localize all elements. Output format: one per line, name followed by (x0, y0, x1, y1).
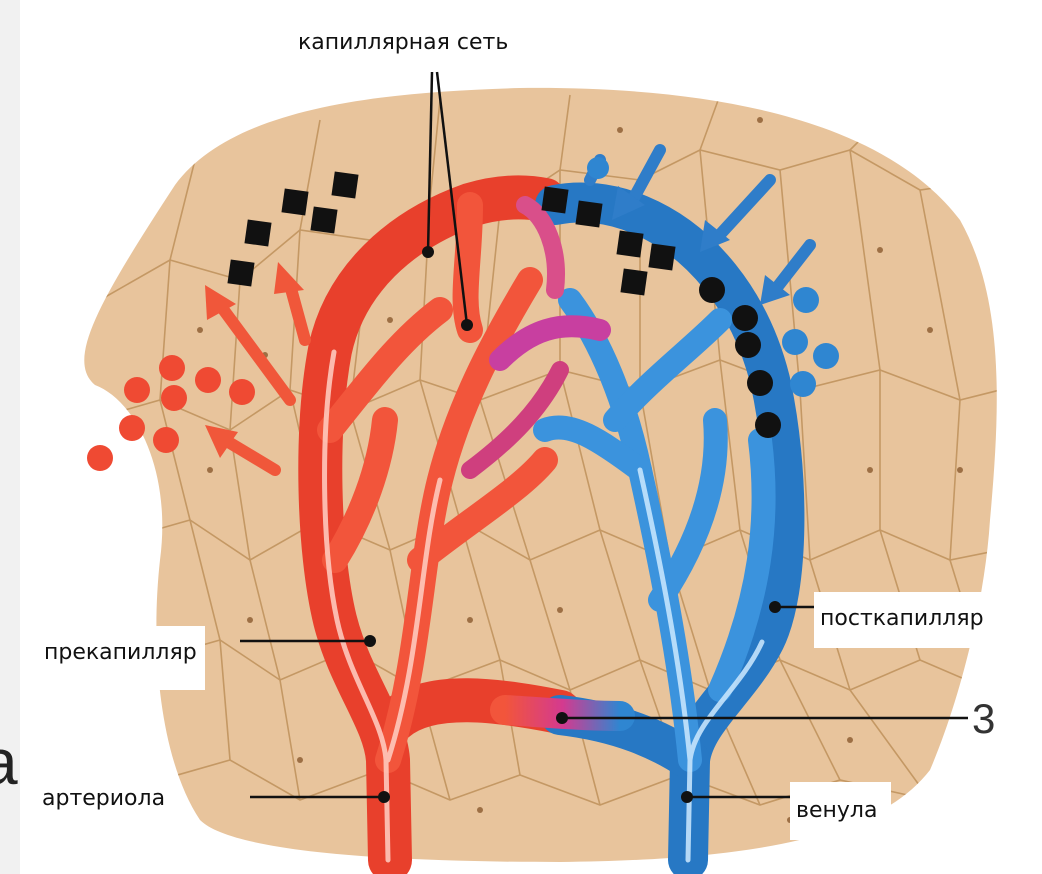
cut-letter: а (0, 730, 18, 794)
capillary-net-label: капиллярная сеть (292, 28, 514, 58)
arteriole-label: артериола (36, 770, 175, 834)
precapillary-label: прекапилляр (36, 626, 205, 690)
venule-label: венула (790, 782, 891, 840)
marker-three: 3 (972, 698, 995, 740)
postcapillary-label: посткапилляр (814, 592, 992, 648)
